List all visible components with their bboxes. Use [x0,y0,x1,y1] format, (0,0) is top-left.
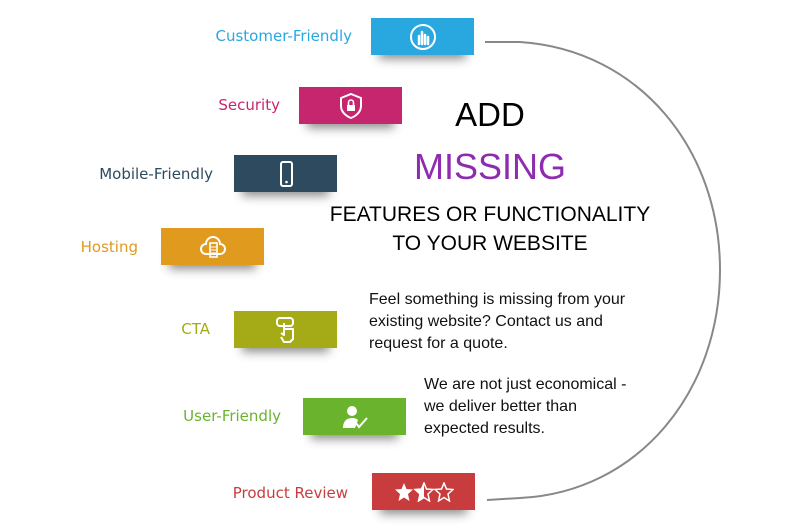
label-hosting: Hosting [80,238,138,256]
label-customer-friendly: Customer-Friendly [215,27,353,45]
hosting-box [161,228,264,265]
smartphone-icon [279,160,293,187]
label-mobile-friendly: Mobile-Friendly [99,165,213,183]
heading-add: ADD [455,96,525,133]
paragraph-line: existing website? Contact us and [369,313,603,330]
star-rating-icon [394,481,454,502]
product-review-box [372,473,475,510]
cloud-server-icon [199,235,226,258]
paragraph-contact: Feel something is missing from your exis… [369,289,625,355]
user-friendly-box [303,398,406,435]
paragraph-line: expected results. [424,420,545,437]
shield-lock-icon [339,92,362,119]
mobile-friendly-box [234,155,337,192]
paragraph-line: request for a quote. [369,335,508,352]
paragraph-economical: We are not just economical - we deliver … [424,374,626,440]
cta-box [234,311,337,348]
paragraph-line: Feel something is missing from your [369,291,626,308]
paragraph-line: We are not just economical - [424,376,627,393]
paragraph-line: we deliver better than [424,398,577,415]
heading-features: FEATURES OR FUNCTIONALITY [329,203,651,226]
heading-missing: MISSING [413,146,566,187]
heading-website: TO YOUR WEBSITE [392,232,588,255]
label-security: Security [218,96,280,114]
security-box [299,87,402,124]
user-check-icon [342,405,368,429]
label-product-review: Product Review [232,484,348,502]
touch-hand-icon [409,23,436,50]
customer-friendly-box [371,18,474,55]
label-cta: CTA [181,320,210,338]
label-user-friendly: User-Friendly [183,407,281,425]
tap-button-icon [275,316,294,343]
